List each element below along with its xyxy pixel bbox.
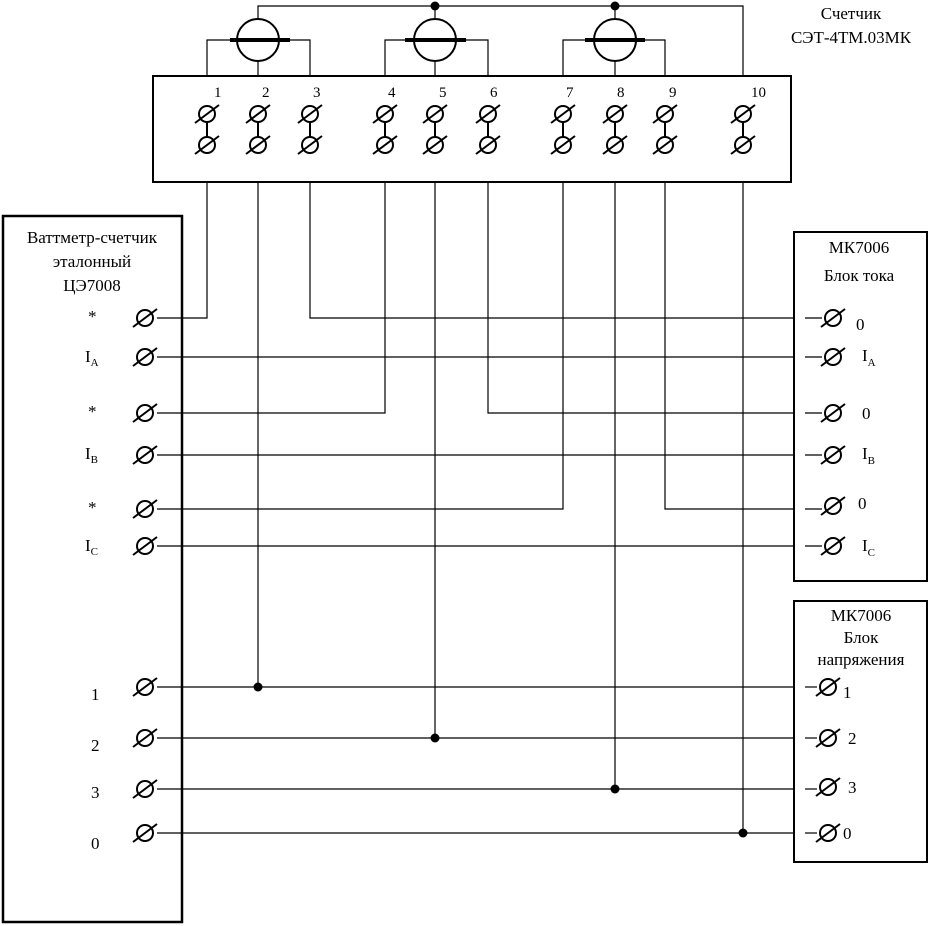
wattmeter-box: [1, 214, 184, 924]
wattmeter-terminal: [132, 308, 158, 328]
meter-terminal-number: 10: [751, 85, 766, 101]
current-block-label: IC: [862, 536, 875, 559]
meter-terminal: [730, 104, 756, 155]
coil-voltage-bus: [257, 5, 744, 82]
wattmeter-voltage-labels: 1 2 3 0: [91, 685, 100, 853]
wattmeter-current-terminals: [132, 308, 158, 556]
wattmeter-terminal: [132, 445, 158, 465]
meter-terminal-number: 5: [439, 85, 447, 101]
voltage-block-labels: 1 2 3 0: [843, 683, 857, 843]
voltage-block-label: 0: [843, 824, 852, 843]
current-block-label: 0: [858, 494, 867, 513]
wire-meter3: [309, 160, 805, 319]
current-block-label: 0: [862, 404, 871, 423]
meter-coils: [230, 18, 645, 62]
current-block-labels: 0 IA 0 IB 0 IC: [856, 315, 876, 559]
wattmeter-terminal: [132, 536, 158, 556]
junctions: [253, 1, 748, 838]
meter-terminal: [194, 104, 220, 155]
wattmeter-label: IB: [85, 444, 98, 466]
meter-terminal-number: 4: [388, 85, 396, 101]
wires: [157, 5, 805, 834]
meter-terminals: [194, 104, 756, 155]
meter-terminal: [652, 104, 678, 155]
wattmeter-voltage-terminals: [132, 677, 158, 843]
meter-terminal: [550, 104, 576, 155]
wattmeter-label: *: [88, 307, 97, 326]
meter-terminal: [475, 104, 501, 155]
meter-title-line1: Счетчик: [821, 4, 882, 23]
wattmeter-terminal: [132, 677, 158, 697]
meter-terminal: [602, 104, 628, 155]
current-block-title-line1: МК7006: [829, 238, 889, 257]
current-block-box: [793, 231, 928, 582]
wattmeter-current-labels: * IA * IB * IC: [85, 307, 99, 558]
current-block-wire-stubs: [805, 317, 822, 547]
meter-terminal-number: 9: [669, 85, 677, 101]
meter-terminal: [422, 104, 448, 155]
wattmeter-label: IC: [85, 536, 98, 558]
voltage-block-label: 3: [848, 778, 857, 797]
current-block-title-line2: Блок тока: [824, 266, 895, 285]
junction-dot: [738, 828, 748, 838]
junction-dot: [430, 1, 440, 11]
meter-terminal: [372, 104, 398, 155]
current-block-label: IB: [862, 444, 875, 467]
meter-title-line2: СЭТ-4ТМ.03МК: [791, 28, 912, 47]
junction-dot: [253, 682, 263, 692]
voltage-block-title-line3: напряжения: [818, 650, 905, 669]
junction-dot: [610, 784, 620, 794]
meter-terminal-number: 2: [262, 85, 270, 101]
current-block-label: 0: [856, 315, 865, 334]
wattmeter-title-line2: эталонный: [53, 252, 131, 271]
junction-dot: [430, 733, 440, 743]
meter-terminal: [245, 104, 271, 155]
wattmeter-label: 2: [91, 736, 100, 755]
wire-meter6: [487, 160, 805, 414]
wattmeter-label: *: [88, 402, 97, 421]
wire-meter4: [157, 160, 386, 414]
wattmeter-terminal: [132, 347, 158, 367]
meter-terminal-number: 7: [566, 85, 574, 101]
voltage-block-title-line1: МК7006: [831, 606, 891, 625]
wattmeter-terminal: [132, 499, 158, 519]
voltage-block-label: 1: [843, 683, 852, 702]
wattmeter-label: *: [88, 498, 97, 517]
wattmeter-terminal: [132, 728, 158, 748]
wattmeter-title-line1: Ваттметр-счетчик: [27, 228, 158, 247]
wattmeter-title-line3: ЦЭ7008: [63, 276, 121, 295]
voltage-block-title-line2: Блок: [844, 628, 880, 647]
meter-terminal-number: 3: [313, 85, 321, 101]
meter-terminal-numbers: 1 2 3 4 5 6 7 8 9 10: [214, 85, 766, 101]
wattmeter-terminal: [132, 779, 158, 799]
voltage-block-wire-stubs: [805, 686, 817, 834]
wattmeter-terminal: [132, 823, 158, 843]
meter-terminal: [297, 104, 323, 155]
wattmeter-label: 1: [91, 685, 100, 704]
wattmeter-label: 0: [91, 834, 100, 853]
voltage-block-box: [793, 600, 928, 863]
junction-dot: [610, 1, 620, 11]
meter-terminal-number: 1: [214, 85, 222, 101]
wattmeter-terminal: [132, 403, 158, 423]
meter-terminal-block: [152, 75, 792, 183]
meter-terminal-number: 8: [617, 85, 625, 101]
wire-meter9: [664, 160, 805, 510]
meter-terminal-number: 6: [490, 85, 498, 101]
wire-meter1: [157, 160, 208, 319]
wattmeter-label: IA: [85, 347, 99, 369]
wire-meter7: [157, 160, 564, 510]
voltage-block-label: 2: [848, 729, 857, 748]
current-block-label: IA: [862, 346, 876, 369]
wattmeter-label: 3: [91, 783, 100, 802]
